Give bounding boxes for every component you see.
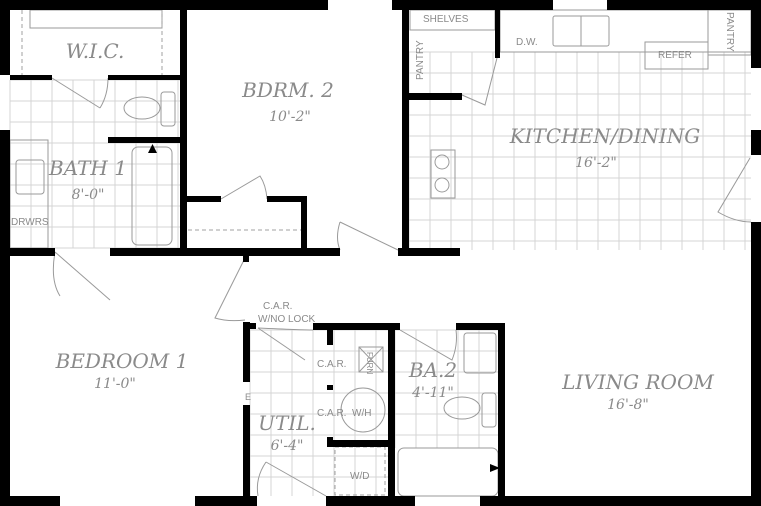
room-label-bedroom1: BEDROOM 1 xyxy=(55,349,189,373)
sink-icon xyxy=(15,159,45,195)
room-dim-ba2: 4'-11" xyxy=(411,385,454,401)
room-label-bath1: BATH 1 xyxy=(48,156,127,180)
ba2-tub-icon xyxy=(397,447,499,497)
note-washer-dryer: W/D xyxy=(350,471,369,482)
note-furnace: FURN xyxy=(365,352,374,374)
note-drawers: DRWRS xyxy=(11,217,49,228)
room-dim-kitchen: 16'-2" xyxy=(575,155,617,171)
room-label-ba2: BA.2 xyxy=(408,358,457,382)
bath-tile-grid xyxy=(9,79,498,496)
room-label-living: LIVING ROOM xyxy=(561,370,714,394)
furnace xyxy=(358,346,384,373)
note-pantry-right: PANTRY xyxy=(724,12,735,52)
range-icon xyxy=(430,149,456,199)
note-pantry-left: PANTRY xyxy=(415,40,426,80)
bathtub-icon xyxy=(131,146,173,246)
note-water-heater: W/H xyxy=(352,408,371,419)
note-shelves: SHELVES xyxy=(423,14,469,25)
room-dim-bdrm2: 10'-2" xyxy=(269,109,311,125)
room-label-wic: W.I.C. xyxy=(66,39,125,63)
note-car-wh: C.A.R. xyxy=(317,408,346,419)
room-label-util: UTIL. xyxy=(258,411,316,435)
note-refrigerator: REFER xyxy=(658,50,692,61)
room-dim-living: 16'-8" xyxy=(607,397,649,413)
room-dim-bedroom1: 11'-0" xyxy=(94,376,136,392)
note-car-furnace: C.A.R. xyxy=(317,359,346,370)
water-heater xyxy=(340,387,386,433)
room-label-bdrm2: BDRM. 2 xyxy=(241,78,334,102)
wic-shelf xyxy=(29,9,163,29)
arrow-icon xyxy=(148,144,157,153)
room-label-kitchen: KITCHEN/DINING xyxy=(509,124,701,148)
ba2-sink-icon xyxy=(463,332,497,374)
room-dim-bath1: 8'-0" xyxy=(72,187,105,203)
room-dim-util: 6'-4" xyxy=(271,438,304,454)
note-electrical-panel: E xyxy=(245,392,251,402)
toilet-icon xyxy=(123,96,161,120)
ba2-toilet-icon xyxy=(443,396,481,420)
kitchen-tile-grid xyxy=(408,51,751,250)
note-car-nolock: W/NO LOCK xyxy=(258,314,316,325)
note-car-1: C.A.R. xyxy=(263,301,292,312)
note-dishwasher: D.W. xyxy=(516,37,538,48)
door-swings xyxy=(51,57,752,497)
